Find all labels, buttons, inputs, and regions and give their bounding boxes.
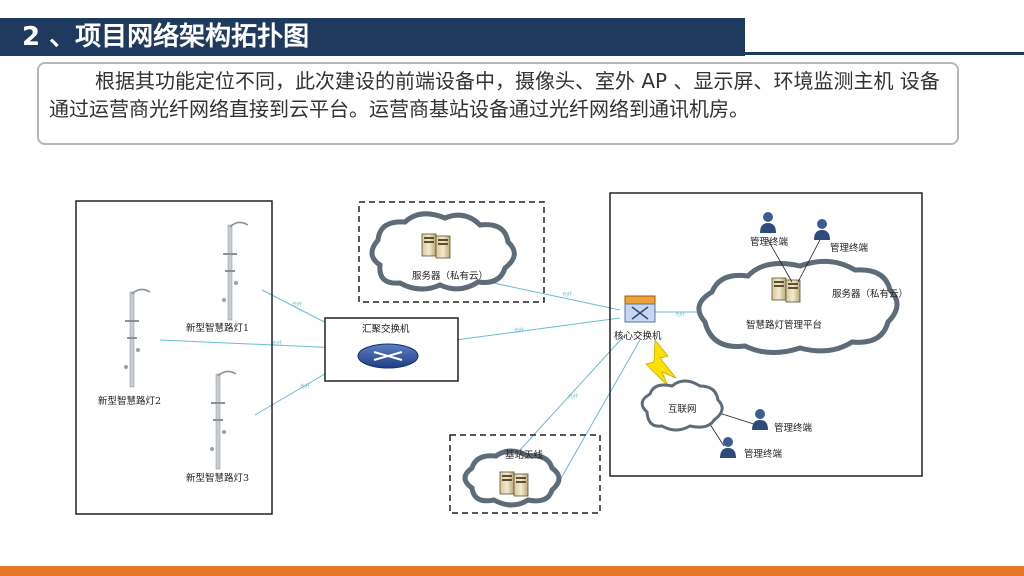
terminal-2-icon [814, 219, 830, 240]
core-switch-label: 核心交换机 [614, 330, 662, 342]
base-station-server-icon [499, 471, 529, 497]
base-station-label: 基站天线 [505, 449, 544, 461]
lamp-1-label: 新型智慧路灯1 [186, 322, 249, 334]
fiber-label: 光纤 [292, 301, 302, 308]
platform-server-icon [771, 277, 801, 303]
platform-cloud-icon [696, 258, 900, 355]
terminal-4-icon [720, 437, 736, 458]
terminal-1-label: 管理终端 [750, 236, 789, 248]
fiber-label: 光纤 [675, 311, 685, 318]
platform-server-label: 服务器（私有云） [832, 288, 908, 300]
fiber-labels: 光纤 光纤 光纤 光纤 光纤 光纤 光纤 [272, 291, 685, 400]
terminal-2-label: 管理终端 [830, 242, 869, 254]
terminal-links [705, 235, 823, 447]
aggregation-switch-label: 汇聚交换机 [362, 323, 410, 335]
fiber-label: 光纤 [514, 327, 524, 334]
description-text: 根据其功能定位不同，此次建设的前端设备中，摄像头、室外 AP 、显示屏、环境监测… [49, 69, 940, 121]
core-switch-icon [624, 295, 656, 323]
internet-cloud-icon [640, 379, 724, 432]
bottom-accent-bar [0, 566, 1024, 576]
platform-box [609, 192, 923, 477]
fiber-label: 光纤 [272, 340, 282, 347]
terminal-4-label: 管理终端 [744, 448, 783, 460]
terminal-3-label: 管理终端 [774, 422, 813, 434]
server-icon [421, 233, 451, 259]
lamp-group-box [75, 200, 273, 515]
smart-lamp-3 [209, 370, 237, 470]
terminal-1-icon [760, 212, 776, 233]
title-bar [0, 18, 745, 56]
description-box: 根据其功能定位不同，此次建设的前端设备中，摄像头、室外 AP 、显示屏、环境监测… [37, 62, 959, 145]
terminal-3-icon [752, 409, 768, 430]
server-cloud-label: 服务器（私有云） [412, 270, 488, 282]
platform-label: 智慧路灯管理平台 [746, 319, 822, 331]
internet-label: 互联网 [668, 404, 697, 415]
lightning-icon [645, 338, 677, 387]
server-cloud-box [358, 201, 545, 303]
lamp-3-label: 新型智慧路灯3 [186, 472, 249, 484]
smart-lamp-2 [123, 288, 151, 388]
fiber-label: 光纤 [568, 393, 578, 400]
page-title: 2 、项目网络架构拓扑图 [22, 22, 310, 52]
smart-lamp-1 [221, 221, 249, 321]
fiber-label: 光纤 [300, 383, 310, 390]
base-station-box [449, 434, 601, 514]
title-underline [745, 52, 1024, 55]
lamp-2-label: 新型智慧路灯2 [98, 395, 161, 407]
aggregation-switch-icon [357, 343, 419, 369]
fiber-label: 光纤 [562, 291, 572, 298]
